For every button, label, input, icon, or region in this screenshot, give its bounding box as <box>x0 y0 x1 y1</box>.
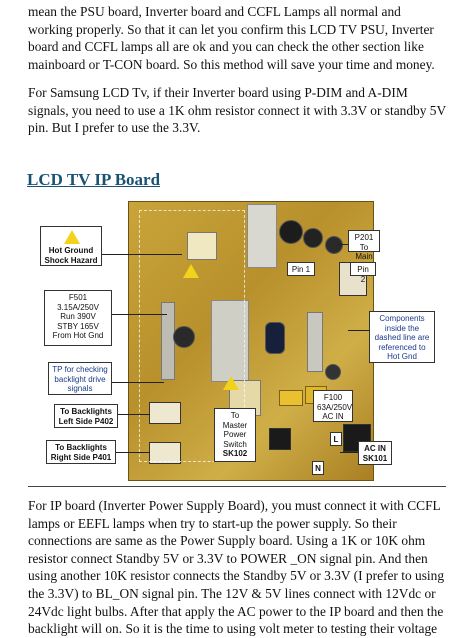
connector-p402 <box>149 402 181 424</box>
master-switch-label: To Master Power Switch SK102 <box>214 408 256 462</box>
callout-line <box>348 330 370 331</box>
section-divider <box>28 486 446 487</box>
warning-triangle-icon <box>223 376 239 390</box>
callout-line <box>113 452 150 453</box>
connector-p401 <box>149 442 181 464</box>
callout-line <box>338 244 349 245</box>
hot-ground-label: Hot Ground Shock Hazard <box>40 226 102 266</box>
backlights-right-label: To Backlights Right Side P401 <box>46 440 116 464</box>
l-terminal-label: L <box>330 432 342 446</box>
capacitor <box>325 364 341 380</box>
callout-line <box>109 314 167 315</box>
transformer <box>187 232 217 260</box>
p201-label: P201 To Main <box>348 230 380 261</box>
backlights-left-label: To Backlights Left Side P402 <box>54 404 118 428</box>
capacitor <box>303 228 323 248</box>
ip-board-photo <box>128 201 374 481</box>
filter-capacitor <box>279 390 303 406</box>
pin2-label: Pin 2 <box>350 262 376 284</box>
callout-line <box>112 382 164 383</box>
ac-in-label: AC IN SK101 <box>358 441 392 465</box>
n-terminal-label: N <box>312 461 324 475</box>
heatsink-top <box>247 204 277 268</box>
components-label: Components inside the dashed line are re… <box>369 311 435 363</box>
heatsink-right <box>307 312 323 372</box>
callout-line <box>118 414 150 415</box>
connector-sk102 <box>269 428 291 450</box>
capacitor <box>279 220 303 244</box>
capacitor <box>265 322 285 354</box>
section-heading[interactable]: LCD TV IP Board <box>27 170 161 189</box>
warning-triangle-icon <box>64 230 80 244</box>
callout-line <box>340 452 358 453</box>
callout-line <box>97 254 182 255</box>
f501-label: F501 3.15A/250V Run 390V STBY 165V From … <box>44 290 112 346</box>
capacitor <box>325 236 343 254</box>
capacitor <box>173 326 195 348</box>
hot-ground-outline <box>139 210 245 462</box>
samsung-paragraph: For Samsung LCD Tv, if their Inverter bo… <box>28 85 446 136</box>
warning-triangle-icon <box>183 264 199 278</box>
intro-paragraph: mean the PSU board, Inverter board and C… <box>28 4 435 72</box>
pin1-label: Pin 1 <box>287 262 315 276</box>
f100-label: F100 63A/250V AC IN <box>313 390 353 422</box>
tp-label: TP for checking backlight drive signals <box>48 362 112 395</box>
ip-board-paragraph: For IP board (Inverter Power Supply Boar… <box>28 498 445 637</box>
